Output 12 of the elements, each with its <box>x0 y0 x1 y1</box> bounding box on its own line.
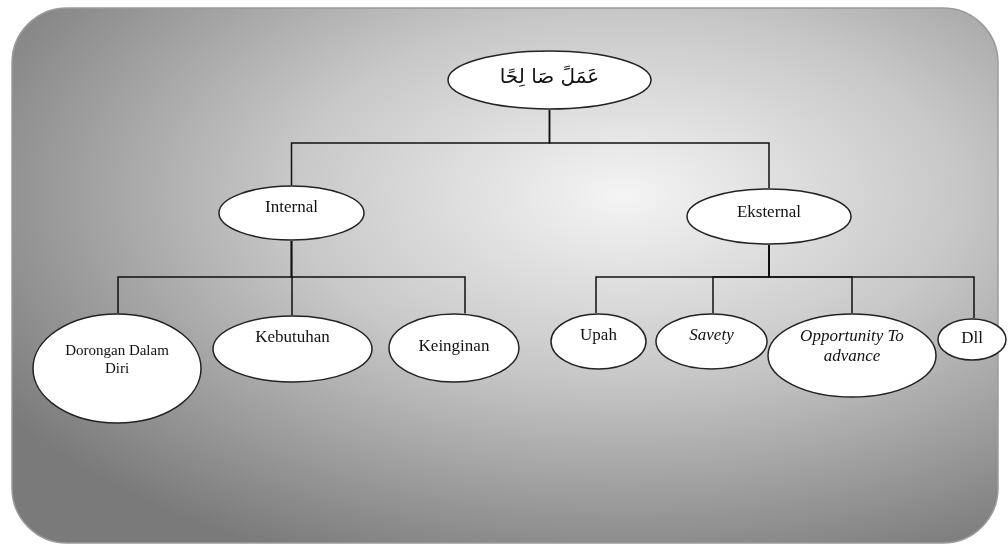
connector-line <box>290 240 466 315</box>
node-label: Dorongan Dalam Diri <box>64 341 170 377</box>
node-label: Eksternal <box>735 202 803 223</box>
node-label: Keinginan <box>417 336 491 357</box>
node-label: Savety <box>688 325 735 346</box>
node-label: Internal <box>264 197 319 218</box>
node-label: Upah <box>579 325 618 346</box>
connector-line <box>548 109 770 189</box>
node-label: Dll <box>960 328 984 349</box>
node-label: Kebutuhan <box>254 327 331 348</box>
node-label: Opportunity To advance <box>799 326 905 367</box>
node-label: عَمَلً صَا لِحًا <box>498 64 601 88</box>
